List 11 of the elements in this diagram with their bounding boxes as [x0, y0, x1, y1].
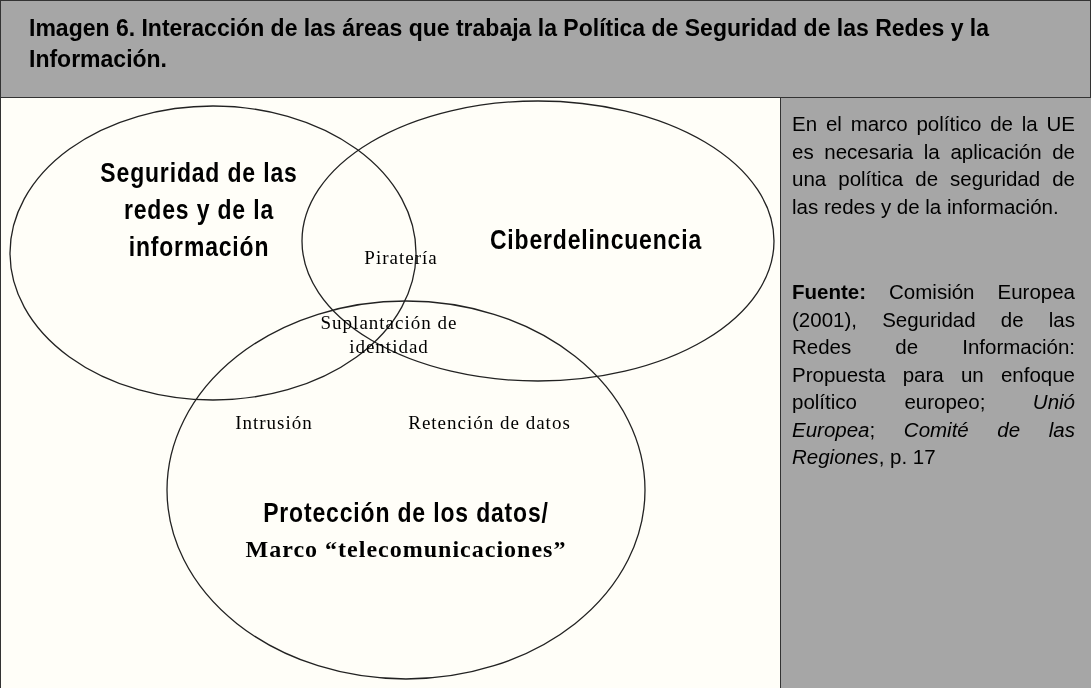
figure-title: Imagen 6. Interacción de las áreas que trabaja la Política de Seguridad de las Redes y la Información.	[29, 14, 991, 74]
area-label: Seguridad de las redes y de la información	[99, 157, 299, 264]
venn-ellipse	[301, 100, 775, 382]
area-label: Marco “telecomunicaciones”	[244, 536, 568, 563]
area-label: Protección de los datos/	[262, 497, 550, 530]
description-text: En el marco político de la UE es necesaria la aplicación de una política de seguridad de las redes y de la información.	[792, 111, 1075, 220]
overlap-label: Retención de datos	[407, 411, 572, 435]
source-text: Fuente: Comisión Europea (2001), Seguridad de las Redes de Información: Propuesta para un enfoque político europeo; Unió Europea; Comité de las Regiones, p. 17	[792, 279, 1075, 470]
overlap-label: Intrusión	[234, 411, 314, 435]
area-label: Ciberdelincuencia	[488, 224, 704, 257]
venn-ellipse	[166, 300, 646, 680]
